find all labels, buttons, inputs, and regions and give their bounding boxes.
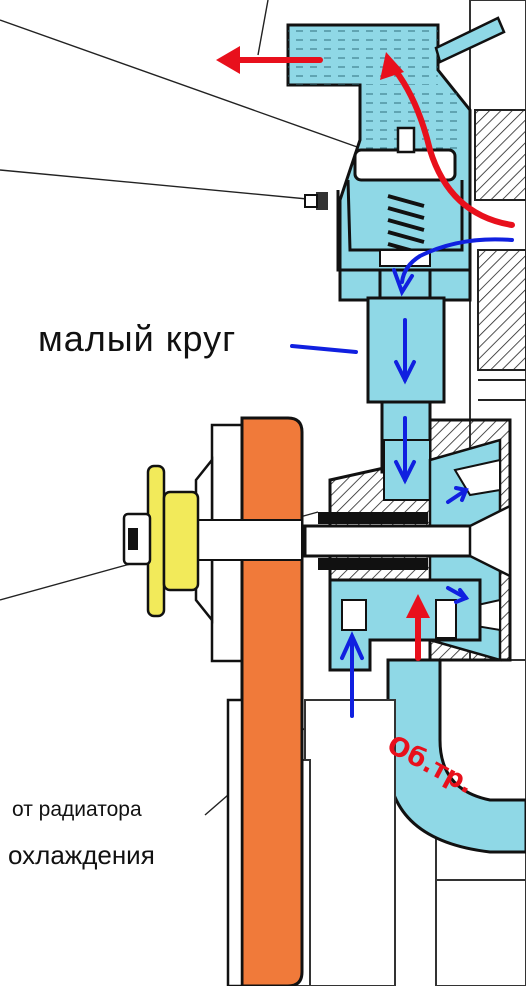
cold-flow-arrows bbox=[290, 237, 514, 718]
label-from-radiator: от радиатора bbox=[12, 798, 142, 821]
blue-arrow-impeller-top bbox=[446, 488, 468, 504]
label-cooling: охлаждения bbox=[8, 840, 155, 870]
pulley bbox=[181, 416, 304, 986]
red-arrow-bypass-up bbox=[392, 67, 515, 228]
thermostat-spring bbox=[387, 194, 425, 256]
pump-housing bbox=[303, 418, 512, 672]
blue-arrow-label-pointer bbox=[290, 344, 358, 354]
hub bbox=[122, 464, 200, 618]
red-arrow-outlet-head bbox=[216, 46, 240, 74]
leader-lines bbox=[0, 0, 361, 816]
blue-arrow-bypass-entry bbox=[400, 237, 514, 284]
hot-flow-arrows bbox=[216, 46, 515, 661]
label-small-circuit: малый круг bbox=[38, 318, 237, 359]
